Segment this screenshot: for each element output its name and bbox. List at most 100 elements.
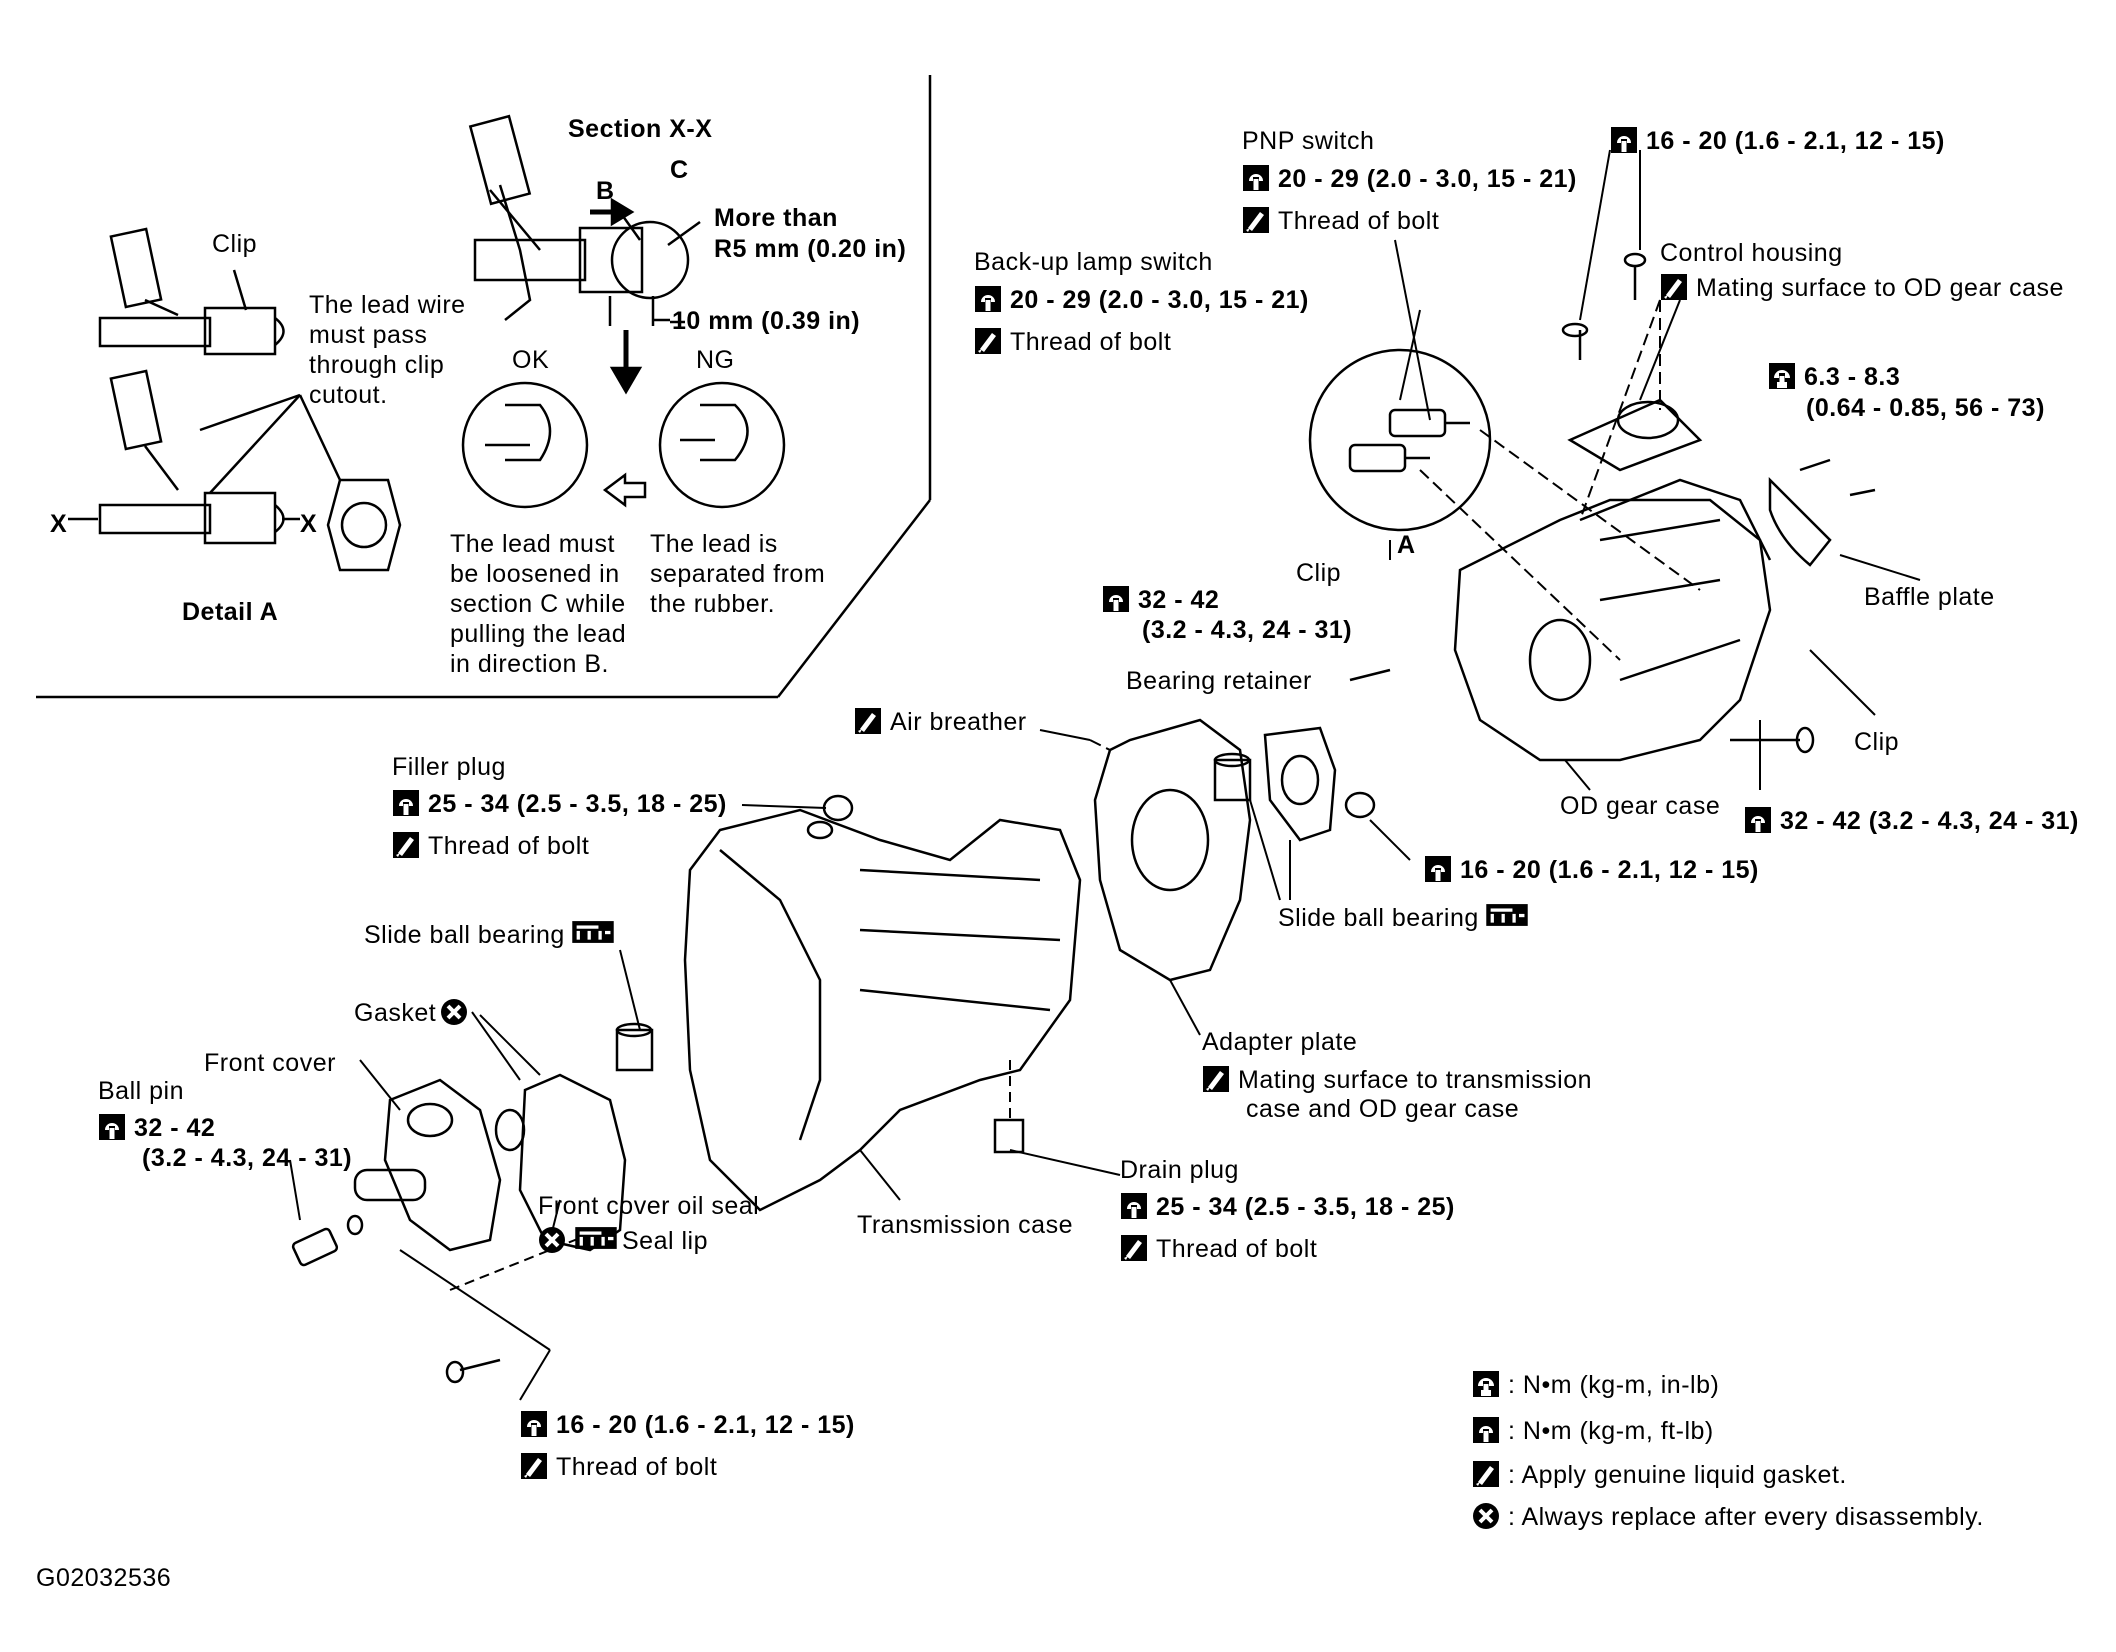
- baffle-bolt-torque-2: (0.64 - 0.85, 56 - 73): [1806, 394, 2045, 422]
- drain-plug-label: Drain plug: [1120, 1156, 1239, 1184]
- adapter-plate-drawing: [1093, 718, 1252, 982]
- ng-note-2: separated from: [650, 560, 826, 588]
- liquid-gasket-icon: [974, 327, 1002, 355]
- control-housing-bolt-torque: 16 - 20 (1.6 - 2.1, 12 - 15): [1610, 126, 1945, 156]
- slide-ball-bearing-right-label: Slide ball bearing: [1278, 903, 1537, 933]
- control-housing-label: Control housing: [1660, 239, 1843, 267]
- ok-note-3: section C while: [450, 590, 626, 618]
- liquid-gasket-icon: [1660, 273, 1688, 301]
- figure-id: G02032536: [36, 1564, 172, 1592]
- adapter-plate-note-1: Mating surface to transmission: [1202, 1065, 1592, 1095]
- lead-wire-note-4: cutout.: [309, 381, 388, 409]
- torque-wrench-ftlb-icon: [1610, 126, 1638, 154]
- adapter-plate-note-2: case and OD gear case: [1246, 1095, 1520, 1123]
- transmission-case-label: Transmission case: [857, 1211, 1073, 1239]
- legend-gasket: : Apply genuine liquid gasket.: [1472, 1460, 1847, 1490]
- filler-plug-label: Filler plug: [392, 753, 506, 781]
- liquid-gasket-icon: [392, 831, 420, 859]
- gasket-drawing: [518, 1073, 627, 1252]
- control-housing-note: Mating surface to OD gear case: [1660, 273, 2064, 303]
- liquid-gasket-icon: [1202, 1065, 1230, 1093]
- section-title: Section X-X: [568, 115, 713, 143]
- filler-plug-thread: Thread of bolt: [392, 831, 589, 861]
- bearing-retainer-label: Bearing retainer: [1126, 667, 1312, 695]
- front-cover-bolt-torque: 16 - 20 (1.6 - 2.1, 12 - 15): [520, 1410, 855, 1440]
- torque-wrench-ftlb-icon: [1744, 806, 1772, 834]
- more-than-label: More than: [714, 204, 838, 232]
- baffle-plate-drawing: [1768, 458, 1876, 567]
- ball-pin-label: Ball pin: [98, 1077, 184, 1105]
- section-mark-left: X: [50, 510, 68, 538]
- ok-note-2: be loosened in: [450, 560, 620, 588]
- ok-note-5: in direction B.: [450, 650, 609, 678]
- detail-a-marker: A: [1397, 531, 1416, 559]
- section-c-label: C: [670, 156, 689, 184]
- replace-x-icon: [538, 1226, 566, 1254]
- transmission-case-drawing: [683, 808, 1082, 1212]
- torque-wrench-ftlb-icon: [1472, 1416, 1500, 1444]
- ok-label: OK: [512, 346, 550, 374]
- backup-lamp-torque: 20 - 29 (2.0 - 3.0, 15 - 21): [974, 285, 1309, 315]
- torque-wrench-inlb-icon: [1472, 1370, 1500, 1398]
- arrow-right-icon: [590, 197, 635, 227]
- front-cover-bolt-thread: Thread of bolt: [520, 1452, 717, 1482]
- gasket-label: Gasket: [354, 998, 476, 1028]
- ok-note-4: pulling the lead: [450, 620, 627, 648]
- torque-wrench-ftlb-icon: [1424, 855, 1452, 883]
- bolts-drawing: [445, 668, 1815, 1384]
- clip-label-upper: Clip: [1296, 559, 1342, 587]
- section-mark-right: X: [300, 510, 318, 538]
- drain-plug-thread: Thread of bolt: [1120, 1234, 1317, 1264]
- control-housing-drawing: [1561, 252, 1703, 472]
- gap-label: 10 mm (0.39 in): [672, 307, 861, 335]
- torque-wrench-inlb-icon: [1768, 362, 1796, 390]
- liquid-gasket-icon: [520, 1452, 548, 1480]
- air-breather-label: Air breather: [854, 707, 1027, 737]
- adapter-plate-bolt-torque: 16 - 20 (1.6 - 2.1, 12 - 15): [1424, 855, 1759, 885]
- legend-ftlb: : N•m (kg-m, ft-lb): [1472, 1416, 1714, 1446]
- arrow-left-hollow-icon: [602, 472, 647, 508]
- grease-icon: [1485, 903, 1529, 931]
- baffle-bolt-torque-1: 6.3 - 8.3: [1768, 362, 1900, 392]
- torque-wrench-ftlb-icon: [1242, 164, 1270, 192]
- od-gear-case-label: OD gear case: [1560, 792, 1721, 820]
- pnp-torque: 20 - 29 (2.0 - 3.0, 15 - 21): [1242, 164, 1577, 194]
- leader-lines: [289, 149, 1921, 1401]
- replace-x-icon: [440, 998, 468, 1026]
- bearing-retainer-drawing: [1263, 726, 1337, 842]
- arrow-down-icon: [609, 330, 643, 395]
- ng-label: NG: [696, 346, 735, 374]
- backup-lamp-switch-label: Back-up lamp switch: [974, 248, 1213, 276]
- bearing-retainer-bolt-torque-2: (3.2 - 4.3, 24 - 31): [1142, 616, 1353, 644]
- detail-a-title: Detail A: [182, 598, 279, 626]
- lead-wire-note-2: must pass: [309, 321, 428, 349]
- slide-ball-bearing-left-drawing: [615, 1022, 654, 1072]
- inset-frame: [36, 75, 932, 699]
- seal-lip-label: Seal lip: [538, 1226, 708, 1256]
- legend-inlb: : N•m (kg-m, in-lb): [1472, 1370, 1719, 1400]
- detail-a-drawing: [68, 227, 402, 572]
- clip-label-right: Clip: [1854, 728, 1900, 756]
- torque-wrench-ftlb-icon: [1102, 585, 1130, 613]
- direction-b-label: B: [596, 177, 615, 205]
- radius-label: R5 mm (0.20 in): [714, 235, 907, 263]
- legend-replace: : Always replace after every disassembly…: [1472, 1502, 1984, 1532]
- baffle-plate-label: Baffle plate: [1864, 583, 1995, 611]
- front-cover-label: Front cover: [204, 1049, 336, 1077]
- pnp-thread: Thread of bolt: [1242, 206, 1439, 236]
- detail-a-circle: [1308, 348, 1492, 532]
- od-gear-case-bolt-torque: 32 - 42 (3.2 - 4.3, 24 - 31): [1744, 806, 2079, 836]
- ng-note-1: The lead is: [650, 530, 778, 558]
- slide-ball-bearing-left-label: Slide ball bearing: [364, 920, 623, 950]
- backup-lamp-thread: Thread of bolt: [974, 327, 1171, 357]
- slide-ball-bearing-right-drawing: [1213, 752, 1252, 802]
- torque-wrench-ftlb-icon: [974, 285, 1002, 313]
- pnp-switch-label: PNP switch: [1242, 127, 1375, 155]
- ng-note-3: the rubber.: [650, 590, 776, 618]
- liquid-gasket-icon: [1472, 1460, 1500, 1488]
- liquid-gasket-icon: [854, 707, 882, 735]
- drain-plug-torque: 25 - 34 (2.5 - 3.5, 18 - 25): [1120, 1192, 1455, 1222]
- torque-wrench-ftlb-icon: [392, 789, 420, 817]
